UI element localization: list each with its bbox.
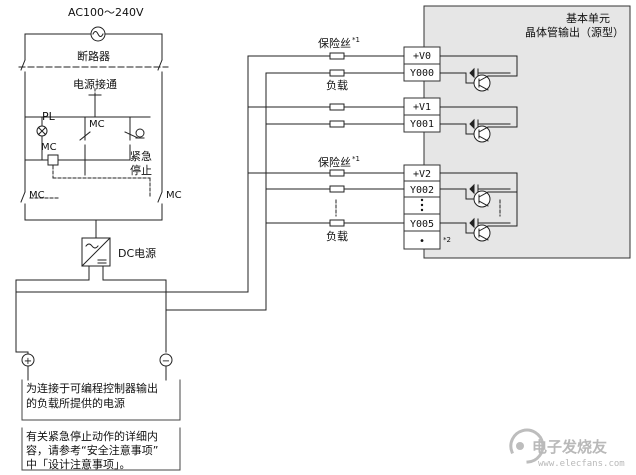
note2-line3: 中「设计注意事项」。 <box>26 457 131 471</box>
note1-line1: 为连接于可编程控制器输出 <box>26 381 158 395</box>
mc-contact-label: MC <box>89 119 105 130</box>
note1-line2: 的负载所提供的电源 <box>26 396 125 410</box>
mc-coil-label: MC <box>41 142 57 153</box>
load-label-top: 负载 <box>326 78 348 92</box>
terminal-v2: +V2 <box>413 169 431 180</box>
transistor-outputs <box>439 55 518 242</box>
ac-voltage-label: AC100～240V <box>68 6 144 19</box>
fuse-note-mid: *1 <box>352 155 360 163</box>
terminal-v1: +V1 <box>413 102 431 113</box>
fuse-note-top: *1 <box>352 36 360 44</box>
mc-left-label: MC <box>29 190 45 201</box>
note2-line2: 容，请参考“安全注意事项” <box>26 443 158 457</box>
dc-power-supply <box>15 237 167 311</box>
load-label-bottom: 负载 <box>326 229 348 243</box>
plus-terminal: + <box>24 356 32 367</box>
terminal-y005: Y005 <box>410 219 434 230</box>
minus-terminal: − <box>162 356 170 367</box>
terminal-y002: Y002 <box>410 185 434 196</box>
terminal-strip <box>403 46 441 250</box>
pl-label: PL <box>42 110 56 123</box>
terminal-y001: Y001 <box>410 119 434 130</box>
load-power-terminals <box>21 353 173 367</box>
estop-label-line1: 紧急 <box>130 149 152 163</box>
load-wiring <box>15 55 405 353</box>
terminal-v0: +V0 <box>413 51 431 62</box>
fuse-and-load-symbols <box>329 52 345 227</box>
breaker-label: 断路器 <box>77 49 110 63</box>
fuse-label-top: 保险丝 <box>318 36 351 50</box>
note-box-1 <box>21 379 181 421</box>
mc-right-label: MC <box>166 190 182 201</box>
base-unit-box <box>423 5 631 259</box>
estop-label-line2: 停止 <box>130 163 152 177</box>
note-2: *2 <box>443 236 451 244</box>
terminal-com: • <box>419 236 425 247</box>
note-box-2 <box>21 427 181 471</box>
watermark-text: 电子发烧友 <box>532 438 607 456</box>
terminal-y000: Y000 <box>410 68 434 79</box>
dc-supply-label: DC电源 <box>118 246 156 260</box>
base-unit-subtitle: 晶体管输出（源型） <box>525 25 624 39</box>
ac-supply-wiring <box>18 26 169 239</box>
watermark-url: www.elecfans.com <box>538 459 625 469</box>
fuse-label-mid: 保险丝 <box>318 155 351 169</box>
watermark-logo-icon <box>509 428 545 464</box>
note2-line1: 有关紧急停止动作的详细内 <box>26 429 158 443</box>
power-on-label: 电源接通 <box>73 77 117 91</box>
base-unit-title: 基本单元 <box>566 11 610 25</box>
